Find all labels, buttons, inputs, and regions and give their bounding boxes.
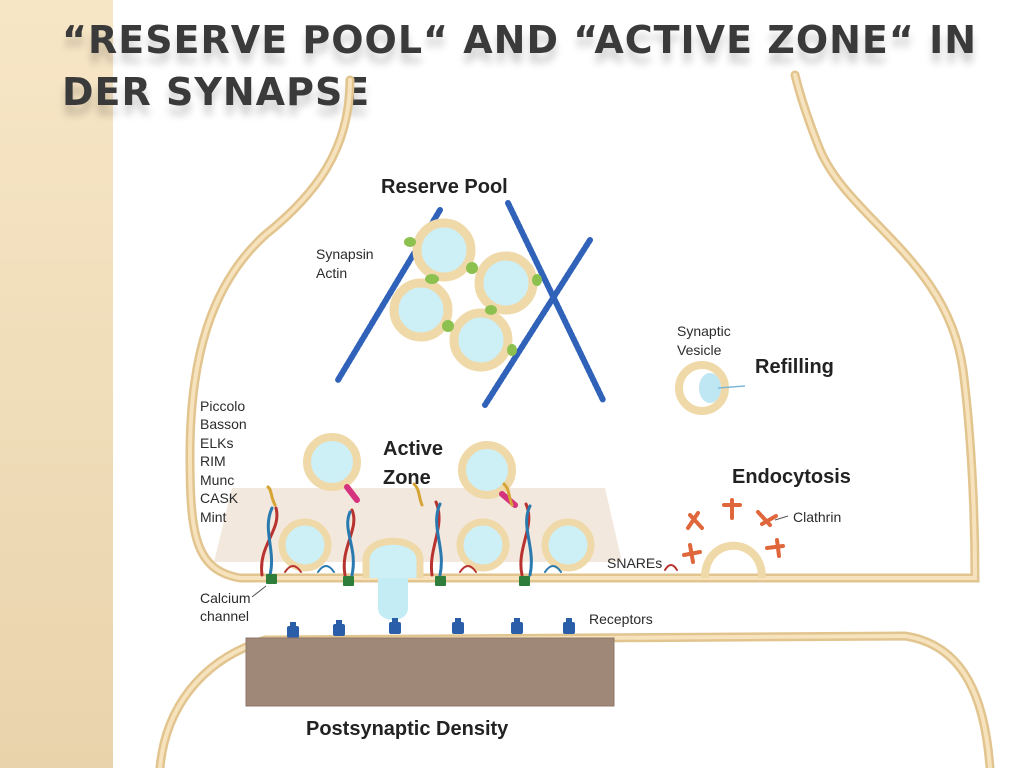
synapsin-blob — [404, 237, 416, 247]
slide-title: “Reserve Pool“ and “Active Zone“ in der … — [62, 18, 978, 114]
protein-list-item: Mint — [200, 509, 227, 525]
endocytosis-site — [682, 498, 789, 579]
synapsin-blob — [442, 320, 454, 332]
protein-list-item: RIM — [200, 453, 226, 469]
docked-vesicles — [278, 518, 595, 572]
postsynaptic-density-block — [245, 637, 615, 707]
vesicle — [389, 278, 453, 342]
neurotransmitter-release — [378, 578, 408, 620]
neurotransmitter-fill — [699, 373, 721, 403]
refilling-arrow — [717, 385, 746, 389]
tether — [344, 484, 360, 503]
clathrin-triskelion — [756, 510, 778, 527]
clathrin-triskelion — [682, 543, 702, 564]
label-synapsin: Synapsin — [316, 246, 374, 262]
clathrin-triskelion — [765, 538, 785, 558]
receptor — [563, 618, 575, 634]
synapsin-blob — [507, 344, 517, 356]
receptor — [452, 618, 464, 634]
vesicle — [541, 518, 595, 572]
vesicle — [456, 518, 510, 572]
synapsin-proteins — [404, 237, 542, 356]
label-vesicle: Vesicle — [677, 342, 722, 358]
receptor — [333, 620, 345, 636]
refilling-vesicle — [675, 361, 746, 415]
scaffold-proteins — [260, 482, 533, 577]
heading-active-zone: Active — [383, 438, 443, 460]
heading-active-zone-line2: Zone — [383, 467, 431, 489]
calcium-channels — [266, 574, 530, 586]
actin-filament — [505, 200, 606, 403]
protein-list-item: Munc — [200, 472, 234, 488]
vesicle — [303, 433, 361, 491]
receptor — [287, 622, 299, 638]
fusing-vesicle — [362, 537, 424, 620]
receptor — [389, 618, 401, 634]
heading-refilling: Refilling — [755, 356, 834, 378]
synapsin-blob — [466, 262, 478, 274]
actin-filament — [482, 237, 593, 408]
vesicle — [474, 251, 538, 315]
vesicle — [458, 441, 516, 499]
protein-list: Piccolo Basson ELKs RIM Munc CASK Mint — [200, 398, 247, 525]
protein-list-item: Piccolo — [200, 398, 245, 414]
clathrin-triskelion — [686, 511, 704, 530]
synapsin-blob — [425, 274, 439, 284]
heading-endocytosis: Endocytosis — [732, 466, 851, 488]
reserve-pool-vesicles — [389, 218, 538, 372]
protein-list-item: ELKs — [200, 435, 233, 451]
calcium-pointer — [251, 585, 267, 598]
synapsin-blob — [485, 305, 497, 315]
heading-reserve-pool: Reserve Pool — [381, 176, 508, 198]
vesicle — [449, 308, 513, 372]
heading-postsynaptic-density: Postsynaptic Density — [306, 718, 509, 740]
vesicle — [278, 518, 332, 572]
label-receptors: Receptors — [589, 611, 653, 627]
calcium-channel — [435, 576, 446, 586]
label-clathrin: Clathrin — [793, 509, 841, 525]
synapsin-blob — [532, 274, 542, 286]
calcium-channel — [266, 574, 277, 584]
receptor — [511, 618, 523, 634]
label-synaptic: Synaptic — [677, 323, 731, 339]
label-channel: channel — [200, 608, 249, 624]
protein-list-item: Basson — [200, 416, 247, 432]
side-decoration-strip — [0, 0, 113, 768]
clathrin-pointer — [774, 515, 789, 521]
snare-complexes — [284, 564, 678, 573]
label-snares: SNAREs — [607, 555, 662, 571]
calcium-channel — [519, 576, 530, 586]
label-calcium: Calcium — [200, 590, 251, 606]
clathrin-triskelion — [722, 498, 742, 520]
protein-list-item: CASK — [200, 490, 239, 506]
label-actin: Actin — [316, 265, 347, 281]
receptors — [287, 618, 575, 638]
vesicle — [412, 218, 476, 282]
calcium-channel — [343, 576, 354, 586]
